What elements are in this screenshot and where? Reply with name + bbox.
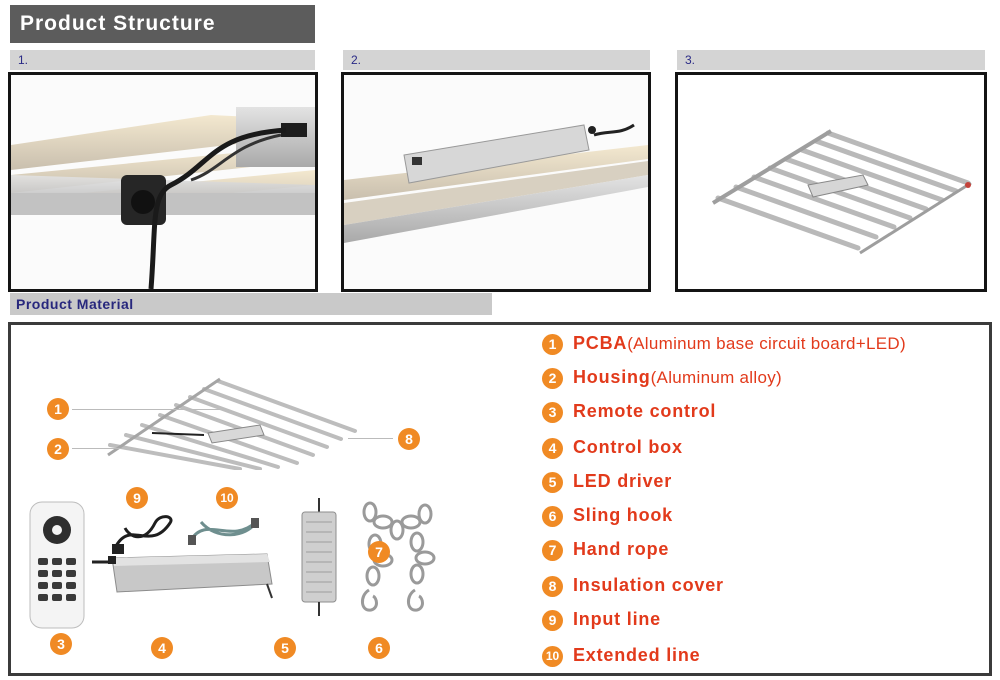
step-1-header: 1. xyxy=(10,50,315,70)
legend-badge-2: 2 xyxy=(542,368,563,389)
leader-line-2 xyxy=(72,448,122,449)
structure-photo-1 xyxy=(8,72,318,292)
structure-photo-3 xyxy=(675,72,987,292)
legend-name-1: PCBA xyxy=(573,333,628,353)
callout-badge-10: 10 xyxy=(216,487,238,509)
led-driver-illustration xyxy=(301,498,337,616)
legend-name-5: LED driver xyxy=(573,471,673,491)
legend-name-9: Input line xyxy=(573,609,661,629)
legend-detail-1: (Aluminum base circuit board+LED) xyxy=(627,334,906,353)
product-material-title: Product Material xyxy=(16,296,134,312)
extended-line-illustration xyxy=(188,518,259,545)
product-structure-header: Product Structure xyxy=(10,5,315,43)
callout-badge-2: 2 xyxy=(47,438,69,460)
step-1-label: 1. xyxy=(18,53,29,67)
legend-badge-10: 10 xyxy=(542,646,563,667)
step-2-label: 2. xyxy=(351,53,362,67)
control-box-illustration xyxy=(92,553,273,599)
remote-control-illustration xyxy=(29,501,85,629)
callout-badge-4: 4 xyxy=(151,637,173,659)
callout-badge-3: 3 xyxy=(50,633,72,655)
step-3-header: 3. xyxy=(677,50,985,70)
callout-badge-1: 1 xyxy=(47,398,69,420)
legend-badge-3: 3 xyxy=(542,402,563,423)
legend-badge-9: 9 xyxy=(542,610,563,631)
legend-name-7: Hand rope xyxy=(573,539,670,559)
leader-line-1 xyxy=(72,409,220,410)
callout-badge-5: 5 xyxy=(274,637,296,659)
legend-badge-1: 1 xyxy=(542,334,563,355)
sling-chain-illustration xyxy=(361,501,436,612)
legend-name-6: Sling hook xyxy=(573,505,673,525)
step-3-label: 3. xyxy=(685,53,696,67)
leader-line-8 xyxy=(348,438,393,439)
legend-name-8: Insulation cover xyxy=(573,575,724,595)
structure-photo-2 xyxy=(341,72,651,292)
legend-detail-2: (Aluminum alloy) xyxy=(650,368,782,387)
product-material-header: Product Material xyxy=(10,293,492,315)
callout-badge-7: 7 xyxy=(368,541,390,563)
legend-badge-8: 8 xyxy=(542,576,563,597)
legend-name-4: Control box xyxy=(573,437,683,457)
legend-name-10: Extended line xyxy=(573,645,701,665)
product-material-panel xyxy=(8,322,992,676)
callout-badge-9: 9 xyxy=(126,487,148,509)
callout-badge-8: 8 xyxy=(398,428,420,450)
legend-badge-6: 6 xyxy=(542,506,563,527)
fixture-illustration xyxy=(107,377,357,470)
product-structure-title: Product Structure xyxy=(20,12,216,35)
step-2-header: 2. xyxy=(343,50,650,70)
callout-badge-6: 6 xyxy=(368,637,390,659)
legend-badge-5: 5 xyxy=(542,472,563,493)
legend-name-3: Remote control xyxy=(573,401,717,421)
input-line-illustration xyxy=(112,515,173,554)
legend-badge-4: 4 xyxy=(542,438,563,459)
legend-name-2: Housing xyxy=(573,367,651,387)
legend-badge-7: 7 xyxy=(542,540,563,561)
